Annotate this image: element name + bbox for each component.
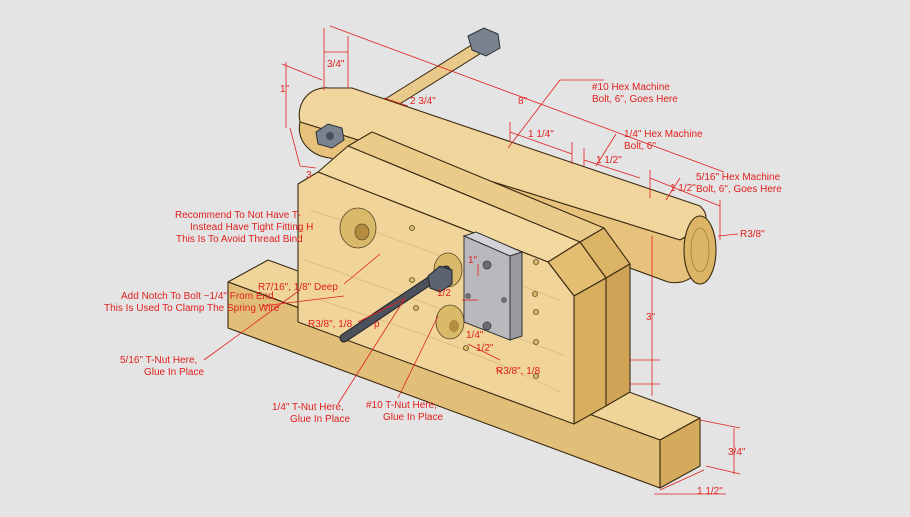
dim-1-1-2-base: 1 1/2" (697, 486, 723, 497)
top-arm-rounded-end (683, 215, 717, 285)
dim-1-in: 1" (468, 255, 478, 266)
dim-1-top: 1" (280, 84, 290, 95)
dim-r3-8-mid: R3/8", 1/8 (308, 319, 353, 330)
dim-1-1-2-a: 1 1/2" (596, 155, 622, 166)
note-hex516-line1: 5/16" Hex Machine (696, 172, 781, 183)
note-tnut14-line1: 1/4" T-Nut Here, (272, 402, 344, 413)
dim-8: 8" (518, 96, 528, 107)
note-tnut516-line1: 5/16" T-Nut Here, (120, 355, 197, 366)
note-tnut10-line1: #10 T-Nut Here, (366, 400, 437, 411)
note-hex10-line2: Bolt, 6", Goes Here (592, 94, 678, 105)
note-tnut14-line2: Glue In Place (290, 414, 350, 425)
dim-1-1-4: 1 1/4" (528, 129, 554, 140)
upright-side (573, 277, 607, 425)
clamp-plate (462, 231, 524, 341)
note-hex14-line2: Bolt, 6" (624, 141, 656, 152)
note-recommend-line3: This Is To Avoid Thread Bind (176, 234, 303, 245)
dim-3-4-base: 3/4" (728, 447, 746, 458)
upright-rear-layer (347, 131, 631, 407)
dim-1-1-2-b: 1 1/2" (670, 183, 696, 194)
note-tnut516-line2: Glue In Place (144, 367, 204, 378)
dim-r3-8-right: R3/8" (740, 229, 765, 240)
annotation-notes: #10 Hex Machine Bolt, 6", Goes Here 1/4"… (104, 82, 782, 425)
dim-1-2-a: 1/2 (437, 288, 451, 299)
note-notch-line2: This Is Used To Clamp The Spring Wire (104, 303, 280, 314)
note-hex516-line2: Bolt, 6", Goes Here (696, 184, 782, 195)
note-notch-line1: Add Notch To Bolt ~1/4" From End, (121, 291, 276, 302)
note-hex10-line1: #10 Hex Machine (592, 82, 670, 93)
note-recommend-line2: Instead Have Tight Fitting H (190, 222, 313, 233)
dim-3-in: 3" (646, 312, 656, 323)
front-bolt (339, 265, 453, 343)
dim-p: p (374, 319, 380, 330)
dimension-lines (203, 25, 741, 495)
dim-2-3-4: 2 3/4" (410, 96, 436, 107)
note-tnut10-line2: Glue In Place (383, 412, 443, 423)
dim-3-4-top: 3/4" (327, 59, 345, 70)
note-hex14-line1: 1/4" Hex Machine (624, 129, 703, 140)
dim-1-2-b: 1/2" (476, 343, 494, 354)
note-recommend-line1: Recommend To Not Have T- (175, 210, 301, 221)
dim-1-4: 1/4" (466, 330, 484, 341)
dim-r3-8-low: R3/8", 1/8 (496, 366, 541, 377)
base-board-end (659, 417, 701, 489)
dimension-texts: 3/4" 1" 2 3/4" 8" 1 1/4" 1 1/2" 1 1/2" 3… (258, 59, 765, 497)
dim-3-left: 3 (306, 170, 312, 181)
dim-r7-16: R7/16", 1/8" Deep (258, 282, 338, 293)
counterbore-r3-8-b (435, 304, 465, 340)
rear-bolt-head (467, 27, 501, 57)
